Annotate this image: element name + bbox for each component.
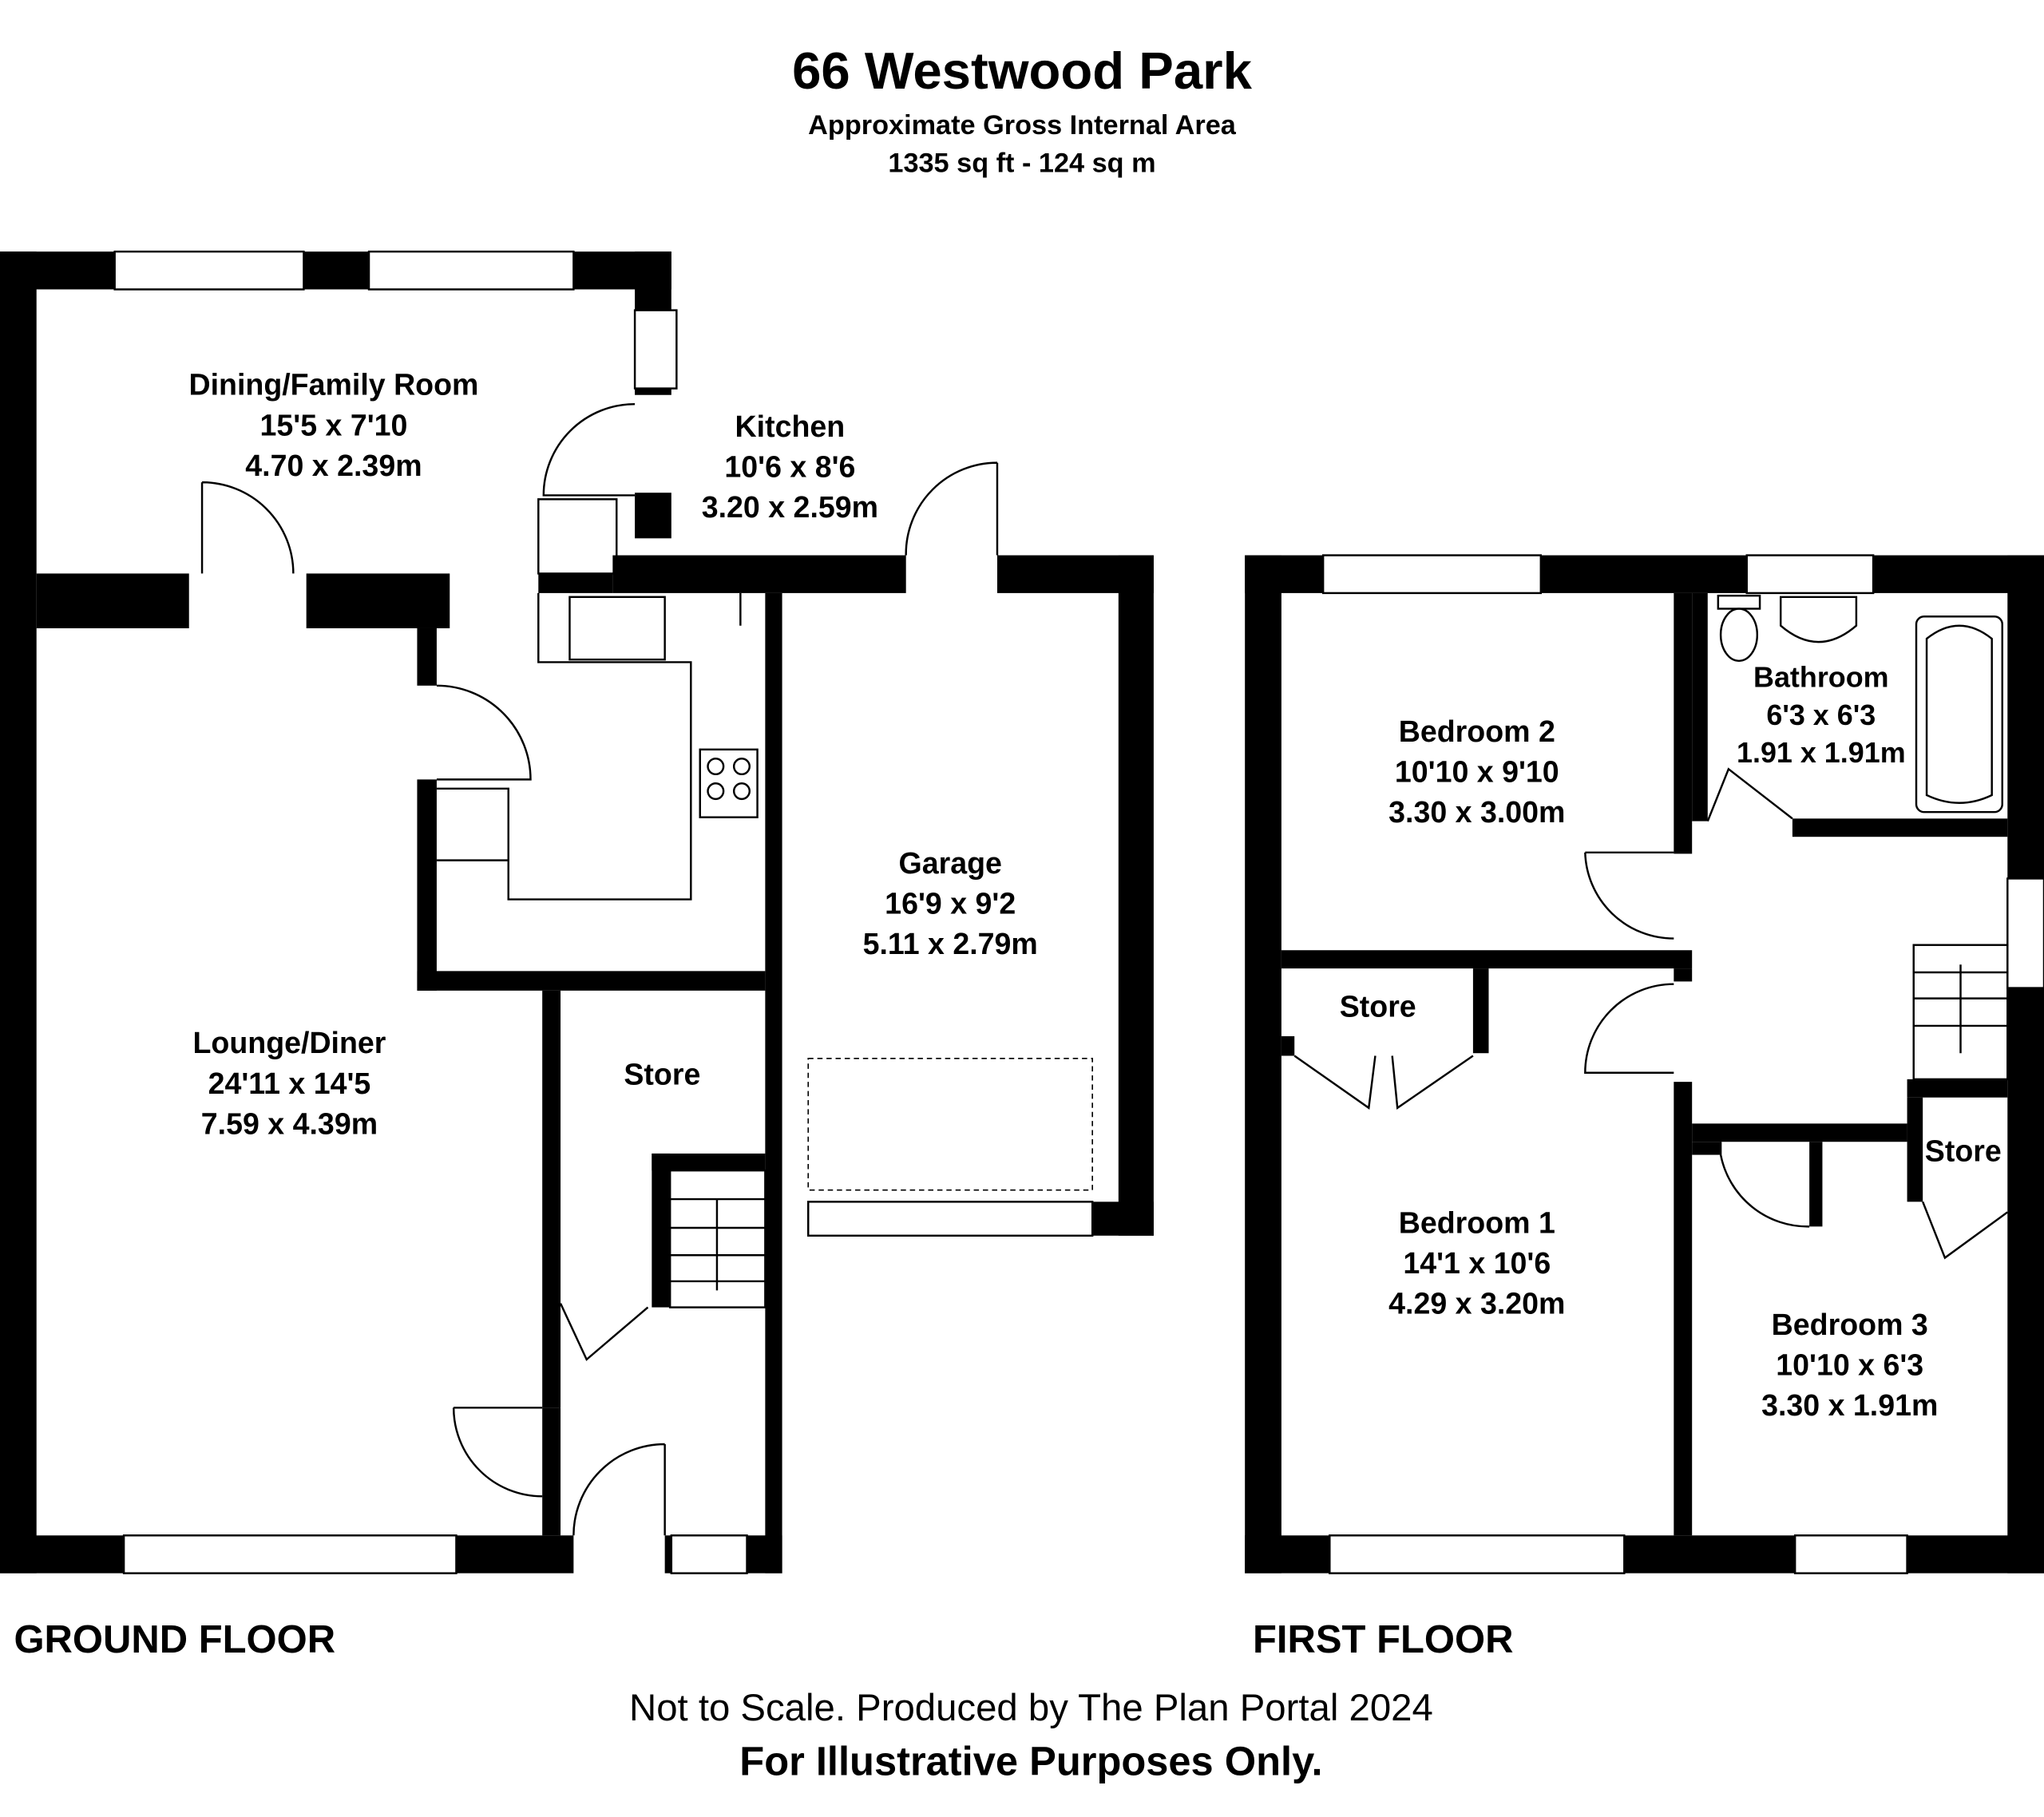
room-size-metric: 7.59 x 4.39m: [201, 1106, 378, 1140]
room-name: Bathroom: [1753, 660, 1889, 693]
room-size-metric: 3.20 x 2.59m: [702, 490, 878, 524]
room-size-imperial: 10'6 x 8'6: [724, 450, 855, 484]
ground-floor-plan: Dining/Family Room 15'5 x 7'10 4.70 x 2.…: [0, 250, 1154, 1661]
room-size-imperial: 10'10 x 6'3: [1776, 1348, 1923, 1381]
stairs-ground: [668, 1169, 766, 1308]
room-garage: Garage 16'9 x 9'2 5.11 x 2.79m: [863, 846, 1038, 960]
room-bedroom-1: Bedroom 1 14'1 x 10'6 4.29 x 3.20m: [1388, 1206, 1565, 1320]
room-bedroom-2: Bedroom 2 10'10 x 9'10 3.30 x 3.00m: [1388, 715, 1565, 829]
disclaimer-illustrative: For Illustrative Purposes Only.: [739, 1739, 1322, 1784]
header: 66 Westwood Park Approximate Gross Inter…: [792, 42, 1252, 178]
room-size-metric: 4.70 x 2.39m: [245, 449, 422, 482]
room-lounge-diner: Lounge/Diner 24'11 x 14'5 7.59 x 4.39m: [192, 1026, 386, 1140]
first-floor-label: FIRST FLOOR: [1253, 1618, 1513, 1661]
room-name: Bedroom 3: [1772, 1308, 1928, 1341]
room-size-metric: 3.30 x 3.00m: [1388, 795, 1565, 829]
room-size-metric: 3.30 x 1.91m: [1761, 1388, 1938, 1422]
room-name: Bedroom 2: [1399, 715, 1555, 748]
first-floor-plan: Bedroom 2 10'10 x 9'10 3.30 x 3.00m Bath…: [1245, 554, 2044, 1661]
room-size-imperial: 6'3 x 6'3: [1766, 699, 1876, 731]
room-name: Lounge/Diner: [192, 1026, 386, 1059]
room-name: Garage: [899, 846, 1002, 880]
ground-floor-label: GROUND FLOOR: [14, 1618, 335, 1661]
disclaimer-scale: Not to Scale. Produced by The Plan Porta…: [629, 1687, 1433, 1729]
plan-area: 1335 sq ft - 124 sq m: [888, 148, 1155, 179]
plan-title: 66 Westwood Park: [792, 42, 1252, 100]
room-size-imperial: 16'9 x 9'2: [885, 887, 1016, 920]
room-bedroom-3: Bedroom 3 10'10 x 6'3 3.30 x 1.91m: [1761, 1308, 1938, 1422]
room-name: Kitchen: [735, 410, 846, 443]
room-size-imperial: 10'10 x 9'10: [1395, 755, 1559, 789]
room-size-imperial: 15'5 x 7'10: [260, 408, 408, 441]
room-size-imperial: 14'1 x 10'6: [1403, 1246, 1551, 1280]
room-bathroom: Bathroom 6'3 x 6'3 1.91 x 1.91m: [1737, 660, 1906, 769]
room-name: Bedroom 1: [1399, 1206, 1555, 1240]
room-store-ground: Store: [624, 1057, 700, 1091]
room-size-imperial: 24'11 x 14'5: [208, 1067, 371, 1100]
room-size-metric: 1.91 x 1.91m: [1737, 736, 1906, 769]
room-kitchen: Kitchen 10'6 x 8'6 3.20 x 2.59m: [702, 410, 878, 524]
plan-subtitle: Approximate Gross Internal Area: [808, 110, 1237, 141]
room-size-metric: 4.29 x 3.20m: [1388, 1287, 1565, 1320]
room-dining-family: Dining/Family Room 15'5 x 7'10 4.70 x 2.…: [188, 368, 478, 482]
room-name: Dining/Family Room: [188, 368, 478, 402]
footer: Not to Scale. Produced by The Plan Porta…: [629, 1687, 1433, 1784]
room-store-first-2: Store: [1925, 1134, 2002, 1168]
room-store-first-1: Store: [1340, 990, 1416, 1023]
room-size-metric: 5.11 x 2.79m: [863, 927, 1038, 960]
